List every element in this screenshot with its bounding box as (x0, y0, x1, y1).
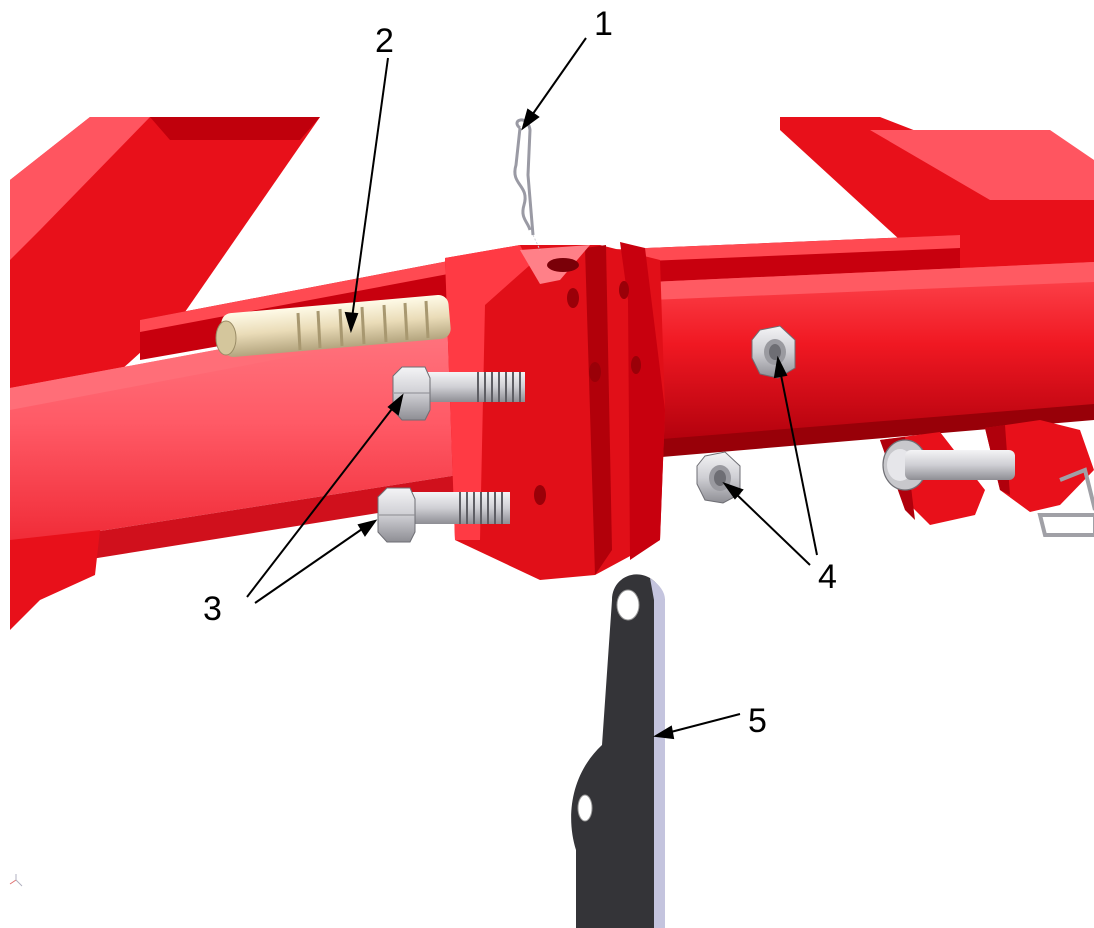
right-main-tube (650, 262, 1094, 458)
part-5-link-plate (571, 574, 665, 928)
left-diagonal-brace (10, 117, 320, 390)
part-2-pin (215, 294, 451, 358)
part-3-upper-bolt (392, 366, 525, 421)
callout-1: 1 (594, 5, 613, 43)
center-plate-assembly (445, 242, 665, 580)
part-4-upper-nut (751, 325, 796, 379)
part-1-hair-pin-clip (513, 118, 541, 251)
callout-3: 3 (203, 590, 222, 628)
bracket-hitch-pin (1037, 467, 1094, 537)
callout-4: 4 (818, 558, 837, 596)
leader-lines (246, 37, 818, 740)
callout-5: 5 (748, 702, 767, 740)
axis-triad-icon (9, 874, 23, 887)
part-3-lower-bolt (377, 487, 510, 543)
bracket-pin-washer (882, 439, 1015, 491)
callout-2: 2 (375, 22, 394, 60)
